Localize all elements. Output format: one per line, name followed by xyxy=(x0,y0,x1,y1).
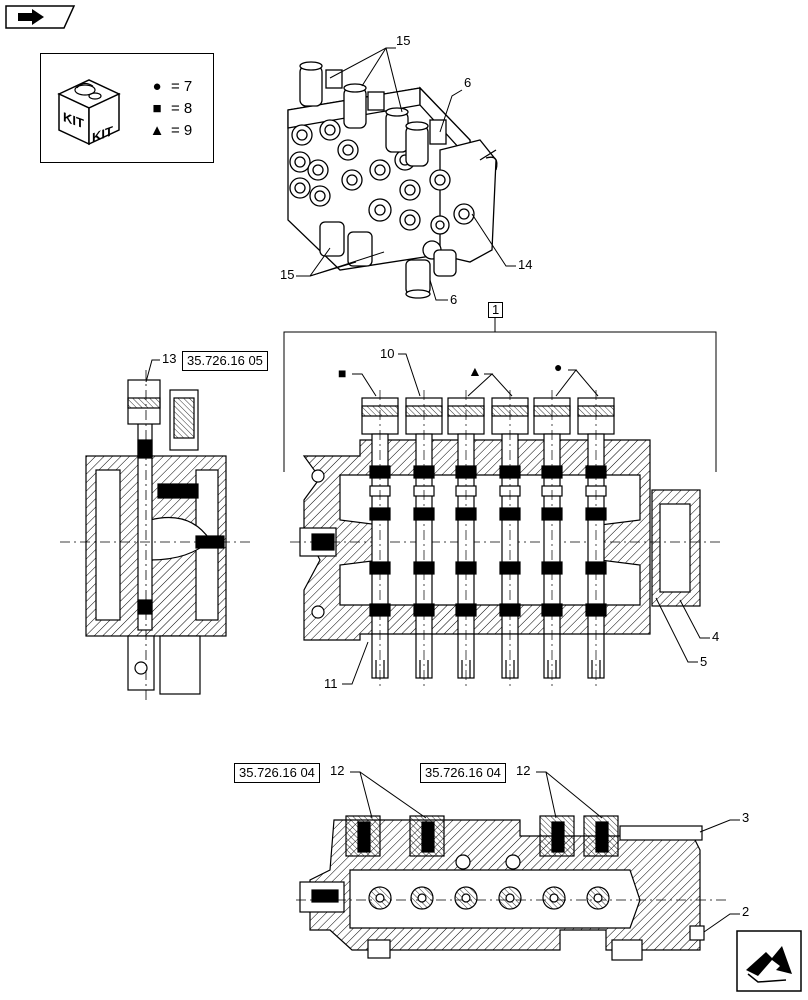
bottom-port-center-2 xyxy=(417,893,427,903)
callout-12-right: 12 xyxy=(516,763,531,778)
spool-2 xyxy=(405,390,443,690)
reference-link-bottom-left[interactable]: 35.726.16 04 xyxy=(234,763,320,783)
arrow-right-icon xyxy=(5,5,76,29)
callout-14: 14 xyxy=(518,257,533,272)
legend-text-triangle: = 9 xyxy=(171,122,193,139)
legend-text-circle: = 7 xyxy=(171,78,193,95)
spool-6 xyxy=(577,390,615,690)
callout-5: 5 xyxy=(700,654,708,669)
next-page-button[interactable] xyxy=(736,930,802,992)
triangle-marker: ▲ xyxy=(468,363,482,379)
spool-3 xyxy=(447,390,485,690)
reference-link-side-section[interactable]: 35.726.16 05 xyxy=(182,351,268,371)
legend-text-square: = 8 xyxy=(171,100,193,117)
spool-1 xyxy=(361,390,399,690)
bottom-port-center-3 xyxy=(461,893,471,903)
valve-bottom-section xyxy=(296,815,730,961)
bottom-port-center-4 xyxy=(505,893,515,903)
bottom-section-ports xyxy=(368,886,610,910)
valve-isometric-view xyxy=(287,61,498,299)
callout-15-top: 15 xyxy=(396,33,411,48)
callout-3: 3 xyxy=(742,810,750,825)
callout-6-bottom: 6 xyxy=(450,292,458,307)
callout-10: 10 xyxy=(380,346,395,361)
legend-row-circle: ● = 7 xyxy=(149,78,192,96)
legend-row-square: ■ = 8 xyxy=(149,100,192,118)
triangle-marker-icon: ▲ xyxy=(149,122,165,139)
callout-15-bottom: 15 xyxy=(280,267,295,282)
reference-link-bottom-right[interactable]: 35.726.16 04 xyxy=(420,763,506,783)
next-page-icon xyxy=(736,930,802,992)
spool-4 xyxy=(491,390,529,690)
kit-legend: KIT KIT ● = 7 ■ = 8 ▲ = 9 xyxy=(40,53,214,163)
kit-icon: KIT KIT xyxy=(57,79,121,145)
leader-lines xyxy=(145,47,740,933)
callout-6-top: 6 xyxy=(464,75,472,90)
callout-12-left: 12 xyxy=(330,763,345,778)
callout-1: 1 xyxy=(488,302,504,318)
legend-row-triangle: ▲ = 9 xyxy=(149,122,193,140)
circle-marker: ● xyxy=(554,359,563,375)
valve-side-section xyxy=(60,370,250,700)
callout-11: 11 xyxy=(324,676,338,691)
callout-4: 4 xyxy=(712,629,720,644)
callout-2: 2 xyxy=(742,904,750,919)
callout-13: 13 xyxy=(162,351,177,366)
square-marker-icon: ■ xyxy=(152,100,162,117)
bottom-port-center-6 xyxy=(593,893,603,903)
previous-page-tab[interactable] xyxy=(4,4,76,30)
bottom-port-center-1 xyxy=(375,893,385,903)
circle-marker-icon: ● xyxy=(152,78,162,95)
square-marker: ■ xyxy=(338,365,347,381)
bottom-port-center-5 xyxy=(549,893,559,903)
spool-sections xyxy=(361,390,615,690)
spool-5 xyxy=(533,390,571,690)
